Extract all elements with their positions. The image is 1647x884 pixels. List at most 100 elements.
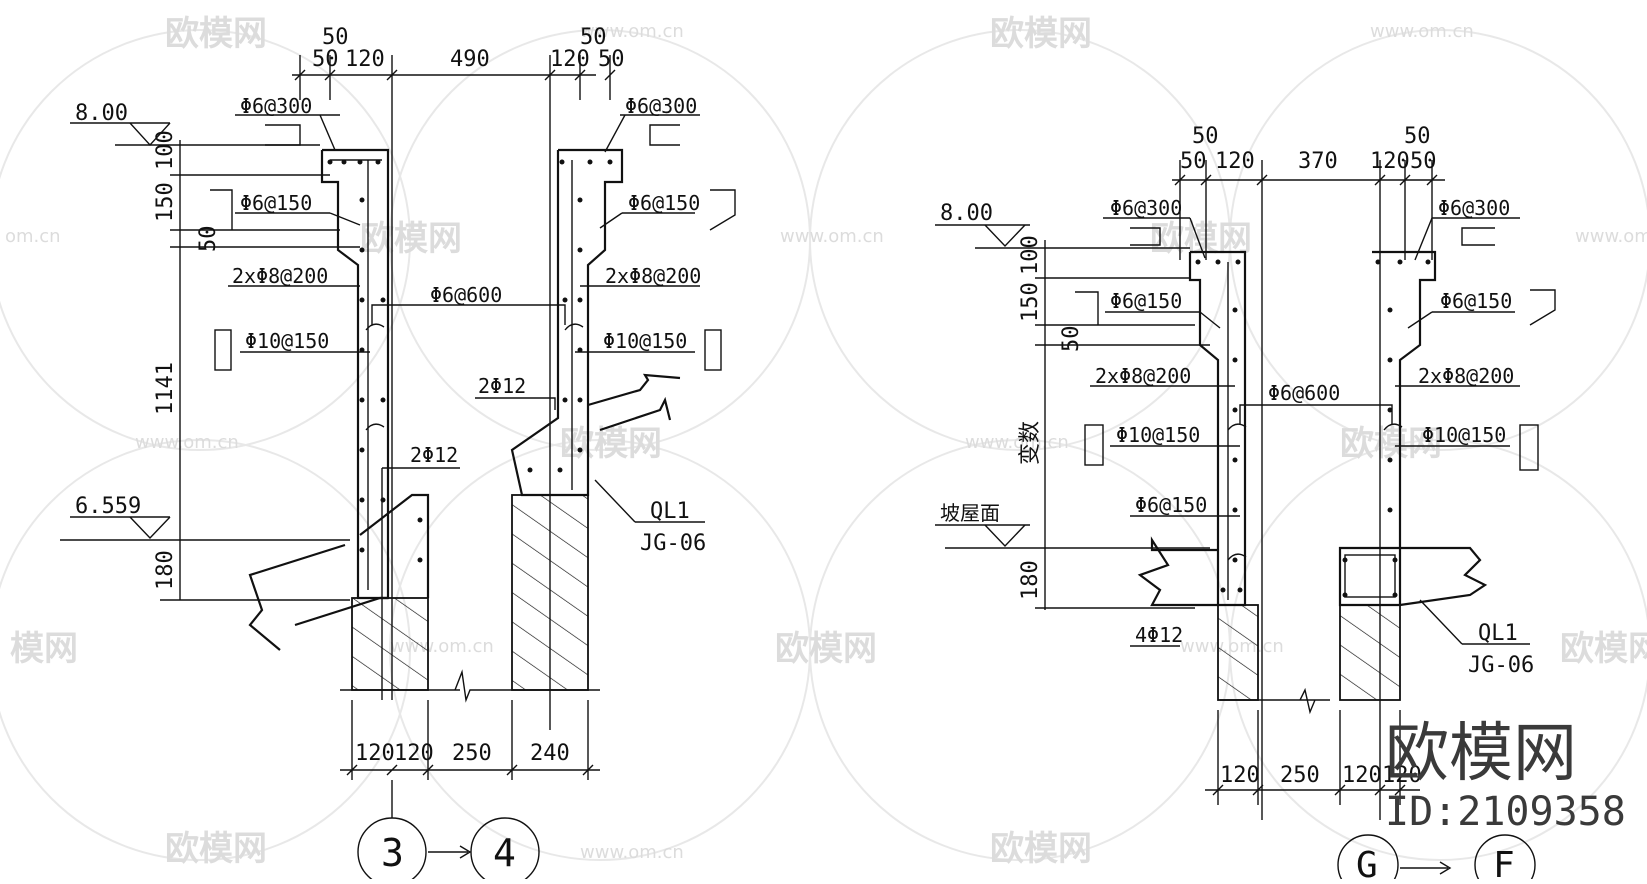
corner-id: ID:2109358	[1385, 789, 1626, 835]
rebar-dots	[327, 159, 613, 563]
corner-brand: 欧模网	[1385, 717, 1577, 791]
dim-text: 250	[452, 741, 492, 766]
dim-text: 120	[1220, 763, 1260, 788]
left-section: 50 50 120 490 120 50 50 8.00 100 150 50 …	[60, 25, 736, 884]
axis-bubble	[1337, 834, 1399, 884]
rebar-label: 2Φ12	[478, 374, 526, 398]
axis-label: G	[1356, 845, 1378, 879]
dim-text: 120	[1370, 149, 1410, 174]
dim-text: 120	[394, 741, 434, 766]
beam-tag: QL1	[1478, 621, 1518, 646]
rebar-label: Φ6@300	[625, 94, 697, 118]
dim-text: 240	[530, 741, 570, 766]
dim-text: 120	[345, 47, 385, 72]
rebar-label: Φ10@150	[1422, 423, 1506, 447]
rebar-label: Φ6@600	[1268, 381, 1340, 405]
dim-text: 变数	[1018, 421, 1043, 465]
watermark-brand: 欧模网	[360, 219, 462, 259]
axis-label: 4	[493, 831, 516, 875]
watermark-brand-partial: 模网	[10, 629, 78, 669]
watermark-url: www.om.cn	[780, 226, 884, 247]
dim-text: 50	[1410, 149, 1437, 174]
rebar-label: Φ6@150	[1110, 289, 1182, 313]
level-label: 坡屋面	[940, 501, 1000, 525]
dim-text: 50	[598, 47, 625, 72]
watermark-url: www.om.cn	[580, 21, 684, 42]
rebar-label: Φ6@150	[240, 191, 312, 215]
dim-text: 100	[153, 130, 178, 170]
watermark-url: www.om.cn	[1575, 226, 1647, 247]
rebar-label: Φ6@300	[240, 94, 312, 118]
right-section: 50 50 120 370 120 50 50 8.00 100 150 50 …	[935, 124, 1556, 884]
dim-text: 150	[153, 182, 178, 222]
watermark-brand: 欧模网	[165, 829, 267, 869]
rebar-label: Φ6@300	[1110, 196, 1182, 220]
beam-ref: JG-06	[1468, 653, 1534, 678]
beam-ref: JG-06	[640, 531, 706, 556]
dim-text: 120	[1342, 763, 1382, 788]
rebar-label: 2xΦ8@200	[1418, 364, 1514, 388]
axis-bubble	[470, 817, 540, 884]
watermark-brand: 欧模网	[775, 629, 877, 669]
rebar-label: Φ6@150	[628, 191, 700, 215]
axis-bubble	[357, 817, 427, 884]
watermark-url-partial: om.cn	[5, 226, 61, 247]
rebar-label: Φ10@150	[1116, 423, 1200, 447]
dim-text: 50	[1180, 149, 1207, 174]
dim-text: 180	[153, 550, 178, 590]
watermark-url: www.om.cn	[135, 432, 239, 453]
watermark-brand: 欧模网	[1340, 424, 1442, 464]
watermark-brand: 欧模网	[165, 14, 267, 54]
dim-text: 50	[196, 226, 221, 253]
watermark-url: www.om.cn	[1370, 21, 1474, 42]
axis-label: 3	[381, 831, 404, 875]
dim-text: 490	[450, 47, 490, 72]
watermark-layer: 欧模网 欧模网 欧模网 欧模网 欧模网 欧模网 模网 欧模网 欧模网 欧模网 欧…	[0, 14, 1647, 869]
dim-text: 100	[1018, 235, 1043, 275]
corner-watermark: 欧模网 ID:2109358	[1385, 717, 1626, 835]
rebar-label: 4Φ12	[1135, 623, 1183, 647]
dim-text: 120	[1215, 149, 1255, 174]
beam-tag: QL1	[650, 499, 690, 524]
rebar-label: Φ6@600	[430, 283, 502, 307]
level-label: 6.559	[75, 494, 141, 519]
watermark-url: www.om.cn	[580, 842, 684, 863]
rebar-label: Φ10@150	[603, 329, 687, 353]
stirrup-hooks	[365, 323, 584, 431]
rebar-label: Φ10@150	[245, 329, 329, 353]
watermark-brand: 欧模网	[990, 14, 1092, 54]
stirrup-hooks	[1227, 423, 1403, 561]
dim-text: 180	[1018, 560, 1043, 600]
rebar-label: 2Φ12	[410, 443, 458, 467]
dim-text: 50	[312, 47, 339, 72]
dim-text: 50	[322, 25, 349, 50]
rebar-label: 2xΦ8@200	[1095, 364, 1191, 388]
watermark-url: www.om.cn	[965, 432, 1069, 453]
rebar-label: Φ6@150	[1440, 289, 1512, 313]
dim-text: 150	[1018, 282, 1043, 322]
watermark-brand: 欧模网	[1560, 629, 1647, 669]
dim-text: 370	[1298, 149, 1338, 174]
dim-text: 50	[580, 25, 607, 50]
dim-text: 250	[1280, 763, 1320, 788]
rebar-label: Φ6@300	[1438, 196, 1510, 220]
dim-text: 50	[1059, 326, 1084, 353]
rebar-label: 2xΦ8@200	[232, 264, 328, 288]
axis-label: F	[1493, 845, 1515, 879]
dim-text: 50	[1192, 124, 1219, 149]
rebar-dots	[1195, 259, 1431, 598]
dim-text: 120	[355, 741, 395, 766]
axis-bubble	[1474, 834, 1536, 884]
watermark-brand: 欧模网	[560, 424, 662, 464]
dim-text: 120	[550, 47, 590, 72]
rebar-label: Φ6@150	[1135, 493, 1207, 517]
dim-text: 50	[1404, 124, 1431, 149]
dim-text: 120	[1382, 763, 1422, 788]
level-label: 8.00	[940, 201, 993, 226]
watermark-brand: 欧模网	[990, 829, 1092, 869]
rebar-label: 2xΦ8@200	[605, 264, 701, 288]
dim-text: 1141	[153, 362, 178, 415]
level-label: 8.00	[75, 101, 128, 126]
